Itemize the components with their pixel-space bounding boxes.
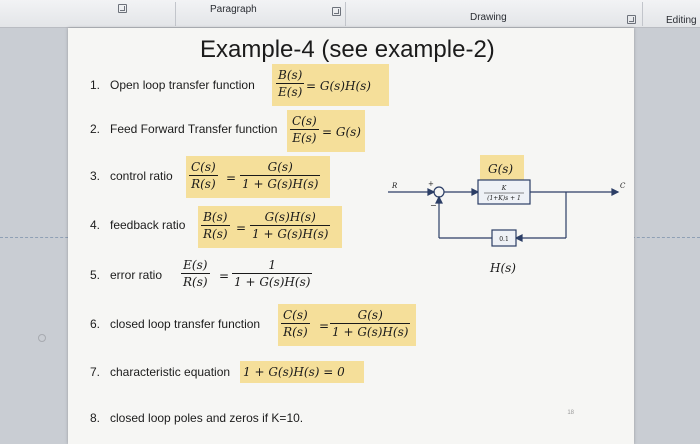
paragraph-dialog-launcher-icon[interactable] <box>332 7 341 16</box>
list-item[interactable]: 1.Open loop transfer function <box>90 78 255 92</box>
summing-junction <box>433 186 445 198</box>
equation-fraction: C(s)R(s) <box>281 308 310 339</box>
ribbon-separator <box>642 2 643 26</box>
output-label: C <box>620 182 626 190</box>
slide-title[interactable]: Example-4 (see example-2) <box>200 36 495 63</box>
equation-highlight <box>272 64 389 106</box>
list-item[interactable]: 5.error ratio <box>90 268 163 282</box>
equation-highlight <box>240 361 364 383</box>
font-dialog-launcher-icon[interactable] <box>118 4 127 13</box>
equation-fraction: C(s)E(s) <box>290 114 319 145</box>
drawing-dialog-launcher-icon[interactable] <box>627 15 636 24</box>
list-item[interactable]: 4.feedback ratio <box>90 218 186 232</box>
ribbon-separator <box>175 2 176 26</box>
slide-canvas[interactable]: Example-4 (see example-2) 1.Open loop tr… <box>68 28 634 444</box>
list-item[interactable]: 8.closed loop poles and zeros if K=10. <box>90 411 304 425</box>
g-label-highlight <box>480 155 524 183</box>
equation-highlight <box>186 156 330 198</box>
ribbon: Paragraph Drawing Editing <box>0 0 700 28</box>
equation-highlight <box>287 110 365 152</box>
characteristic-equation: 1 + G(s)H(s) = 0 <box>243 365 345 379</box>
equation-fraction: B(s)R(s) <box>201 210 230 241</box>
paragraph-group-label: Paragraph <box>210 4 257 15</box>
cursor-marker-icon <box>38 334 46 342</box>
ribbon-separator <box>345 2 346 26</box>
equation-fraction: B(s)E(s) <box>276 68 305 99</box>
g-label: G(s) <box>488 162 514 176</box>
equation-fraction: G(s)H(s)1 + G(s)H(s) <box>250 210 331 241</box>
equation-fraction: G(s)1 + G(s)H(s) <box>330 308 411 339</box>
equation-fraction: E(s)R(s) <box>181 258 210 289</box>
block-diagram[interactable]: R + − K (1+K)s + 1 C 0.1 <box>388 178 628 258</box>
list-item[interactable]: 7.characteristic equation <box>90 365 231 379</box>
editing-group-label: Editing <box>666 15 697 26</box>
slide-number: 18 <box>567 410 574 416</box>
equation-fraction: G(s)1 + G(s)H(s) <box>240 160 321 191</box>
input-label: R <box>391 182 398 190</box>
list-item[interactable]: 2.Feed Forward Transfer function <box>90 122 278 136</box>
equation-highlight <box>198 206 342 248</box>
forward-denominator: (1+K)s + 1 <box>487 195 521 202</box>
feedback-gain: 0.1 <box>499 236 509 243</box>
plus-sign: + <box>428 180 434 188</box>
forward-numerator: K <box>501 185 507 192</box>
minus-sign: − <box>430 201 437 210</box>
list-item[interactable]: 3.control ratio <box>90 169 173 183</box>
h-label: H(s) <box>490 261 516 275</box>
drawing-group-label: Drawing <box>470 12 507 23</box>
equation-rhs: = G(s) <box>322 125 361 139</box>
equation-fraction: C(s)R(s) <box>189 160 218 191</box>
equation-rhs: = G(s)H(s) <box>306 79 371 93</box>
list-item[interactable]: 6.closed loop transfer function <box>90 317 261 331</box>
equation-highlight <box>278 304 416 346</box>
